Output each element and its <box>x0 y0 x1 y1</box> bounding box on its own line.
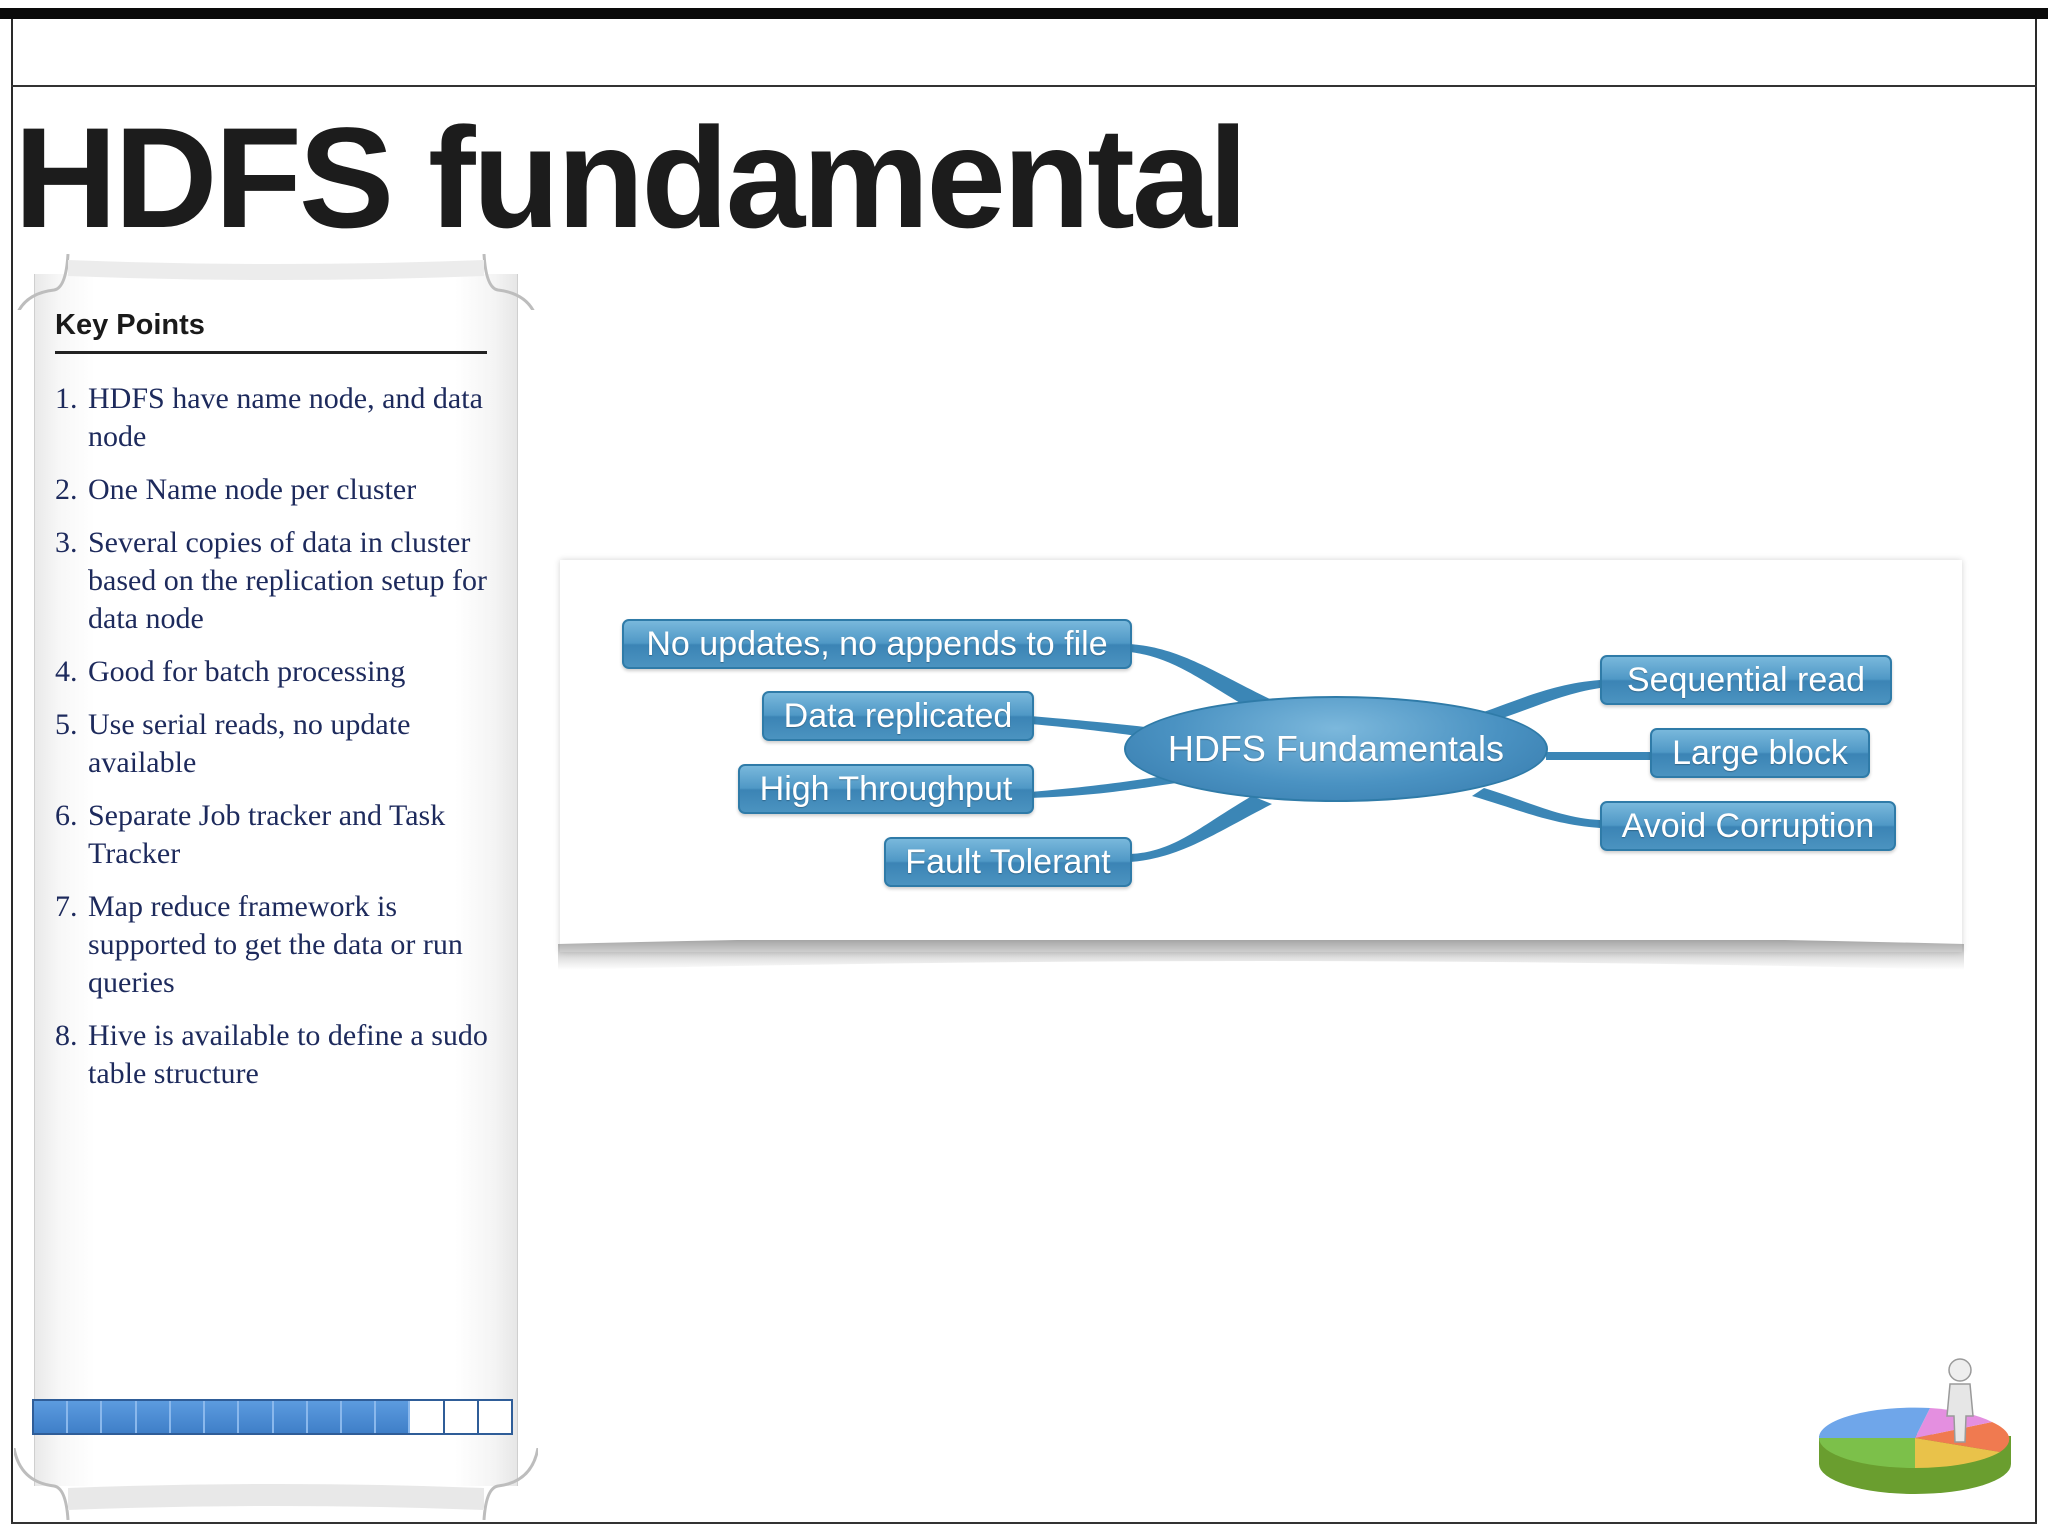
list-item: 3.Several copies of data in cluster base… <box>55 524 495 638</box>
list-item: 5.Use serial reads, no update available <box>55 706 495 782</box>
progress-segment-filled <box>239 1401 273 1433</box>
mind-map-node: Data replicated <box>762 691 1034 741</box>
key-points-divider <box>55 351 487 354</box>
list-item-text: Map reduce framework is supported to get… <box>88 888 495 1002</box>
progress-segment-filled <box>34 1401 68 1433</box>
list-item: 2.One Name node per cluster <box>55 471 495 509</box>
slide-progress-bar <box>32 1399 513 1435</box>
mind-map-node: Sequential read <box>1600 655 1892 705</box>
connector-left-4 <box>1130 796 1272 862</box>
list-item: 4.Good for batch processing <box>55 653 495 691</box>
progress-segment-filled <box>342 1401 376 1433</box>
list-item: 1.HDFS have name node, and data node <box>55 380 495 456</box>
frame-border-top <box>11 85 2037 87</box>
list-item: 7.Map reduce framework is supported to g… <box>55 888 495 1002</box>
list-item: 6.Separate Job tracker and Task Tracker <box>55 797 495 873</box>
pie-chart-with-figure-icon <box>1810 1350 2020 1500</box>
slide-title: HDFS fundamental <box>14 96 1245 261</box>
progress-segment-empty <box>479 1401 511 1433</box>
progress-segment-filled <box>68 1401 102 1433</box>
scroll-top-curl <box>14 254 538 310</box>
mind-map-center-node: HDFS Fundamentals <box>1124 696 1548 802</box>
mind-map-node: No updates, no appends to file <box>622 619 1132 669</box>
frame-border-bottom <box>11 1522 2037 1524</box>
mind-map-node: Fault Tolerant <box>884 837 1132 887</box>
key-points-heading: Key Points <box>55 309 205 342</box>
list-item-number: 7. <box>55 888 88 1002</box>
list-item-text: HDFS have name node, and data node <box>88 380 495 456</box>
mind-map-node: High Throughput <box>738 764 1034 814</box>
progress-segment-filled <box>137 1401 171 1433</box>
mind-map-node: Avoid Corruption <box>1600 801 1896 851</box>
list-item: 8.Hive is available to define a sudo tab… <box>55 1017 495 1093</box>
scroll-bottom-curl <box>14 1448 538 1520</box>
list-item-text: Several copies of data in cluster based … <box>88 524 495 638</box>
list-item-text: Hive is available to define a sudo table… <box>88 1017 495 1093</box>
list-item-number: 1. <box>55 380 88 456</box>
list-item-text: Good for batch processing <box>88 653 495 691</box>
progress-segment-empty <box>445 1401 479 1433</box>
progress-segment-filled <box>376 1401 410 1433</box>
list-item-number: 2. <box>55 471 88 509</box>
key-points-list: 1.HDFS have name node, and data node 2.O… <box>55 380 495 1108</box>
connector-right-2 <box>1546 752 1650 760</box>
list-item-text: Use serial reads, no update available <box>88 706 495 782</box>
frame-border-right <box>2035 19 2037 1524</box>
frame-border-left <box>11 19 13 1524</box>
progress-segment-filled <box>308 1401 342 1433</box>
list-item-number: 5. <box>55 706 88 782</box>
progress-segment-filled <box>205 1401 239 1433</box>
list-item-number: 8. <box>55 1017 88 1093</box>
list-item-number: 4. <box>55 653 88 691</box>
progress-segment-filled <box>274 1401 308 1433</box>
progress-segment-filled <box>102 1401 136 1433</box>
list-item-number: 3. <box>55 524 88 638</box>
progress-segment-empty <box>410 1401 444 1433</box>
connector-right-3 <box>1472 788 1600 828</box>
list-item-text: One Name node per cluster <box>88 471 495 509</box>
progress-segment-filled <box>171 1401 205 1433</box>
list-item-number: 6. <box>55 797 88 873</box>
mind-map-node: Large block <box>1650 728 1870 778</box>
list-item-text: Separate Job tracker and Task Tracker <box>88 797 495 873</box>
top-rule <box>0 8 2048 19</box>
